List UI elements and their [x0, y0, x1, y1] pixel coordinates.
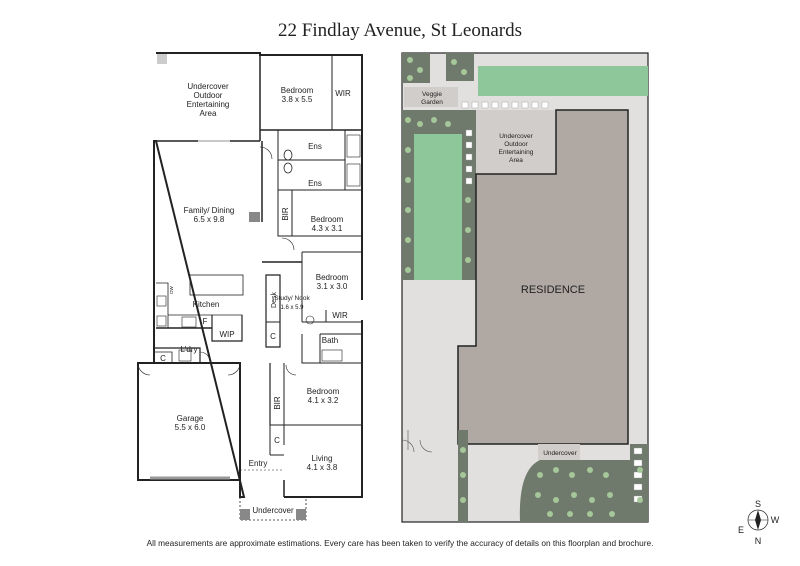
compass-s: S [755, 499, 761, 509]
compass-e: E [738, 525, 744, 535]
site-entertaining-line3: Entertaining [499, 149, 534, 156]
room-wir-2: WIR [332, 311, 348, 320]
room-bedroom-4-size: 4.1 x 3.2 [308, 396, 339, 405]
disclaimer: All measurements are approximate estimat… [146, 538, 654, 548]
room-bedroom-1: Bedroom [281, 86, 314, 95]
veggie-garden [404, 87, 458, 107]
planting-left [402, 110, 414, 280]
room-wip: WIP [219, 330, 234, 339]
room-ens-2: Ens [308, 179, 322, 188]
room-garage: Garage [177, 414, 204, 423]
siteplan-labels: Veggie Garden Undercover Outdoor Enterta… [421, 91, 585, 457]
site-undercover [538, 444, 580, 460]
compass-w: W [771, 515, 780, 525]
veggie-line2: Garden [421, 99, 443, 106]
room-wir-1: WIR [335, 89, 351, 98]
room-bath: Bath [322, 336, 338, 345]
room-family-dining-size: 6.5 x 9.8 [194, 215, 225, 224]
floor-plan [137, 52, 364, 521]
planting-top [402, 53, 430, 83]
room-living-size: 4.1 x 3.8 [307, 463, 338, 472]
room-ens-1: Ens [308, 142, 322, 151]
room-outdoor-line3: Entertaining [187, 100, 230, 109]
lawn-top [478, 66, 648, 96]
site-entertaining-line2: Outdoor [504, 141, 528, 148]
room-outdoor-line1: Undercover [187, 82, 229, 91]
compass: S W E N [738, 499, 780, 546]
room-bedroom-4: Bedroom [307, 387, 340, 396]
site-undercover-label: Undercover [543, 450, 577, 457]
compass-n: N [755, 536, 762, 546]
planting-top-2 [446, 53, 474, 81]
site-entertaining-line1: Undercover [499, 133, 533, 140]
residence-footprint [457, 109, 629, 445]
room-fridge: F [203, 317, 208, 326]
room-study-nook-size: 1.6 x 5.9 [280, 305, 304, 311]
room-dishwasher: DW [169, 286, 174, 294]
room-bedroom-3-size: 3.1 x 3.0 [317, 282, 348, 291]
room-undercover-front: Undercover [252, 506, 294, 515]
room-cupboard-1: C [270, 332, 276, 341]
room-cupboard-3: C [274, 436, 280, 445]
page-title: 22 Findlay Avenue, St Leonards [278, 20, 522, 41]
room-living: Living [312, 454, 333, 463]
room-laundry: L'dry [180, 345, 197, 354]
room-kitchen: Kitchen [193, 300, 220, 309]
lawn-side [414, 134, 462, 280]
room-study-nook: Study/ Nook [274, 295, 310, 302]
room-bedroom-1-size: 3.8 x 5.5 [282, 95, 313, 104]
site-entertaining-area [476, 110, 556, 174]
planting-right-strip [630, 444, 648, 522]
room-outdoor-line2: Outdoor [194, 91, 223, 100]
planting-left-2 [462, 110, 476, 280]
room-cupboard-2: C [160, 354, 166, 363]
room-bir-2: BIR [273, 396, 282, 410]
residence-label: RESIDENCE [521, 284, 585, 296]
room-bir-1: BIR [281, 207, 290, 221]
site-entertaining-line4: Area [509, 157, 523, 164]
room-outdoor-line4: Area [200, 109, 217, 118]
room-family-dining: Family/ Dining [184, 206, 235, 215]
floorplan-labels: Undercover Outdoor Entertaining Area Bed… [160, 82, 351, 515]
planting-mid [402, 110, 476, 134]
planting-bottom-right [519, 460, 648, 522]
room-garage-size: 5.5 x 6.0 [175, 423, 206, 432]
room-desk: Desk [271, 292, 278, 308]
site-plan [401, 52, 649, 523]
room-bedroom-2: Bedroom [311, 215, 344, 224]
veggie-line1: Veggie [422, 91, 442, 98]
room-entry: Entry [249, 459, 268, 468]
room-bedroom-3: Bedroom [316, 273, 349, 282]
room-bedroom-2-size: 4.3 x 3.1 [312, 224, 343, 233]
